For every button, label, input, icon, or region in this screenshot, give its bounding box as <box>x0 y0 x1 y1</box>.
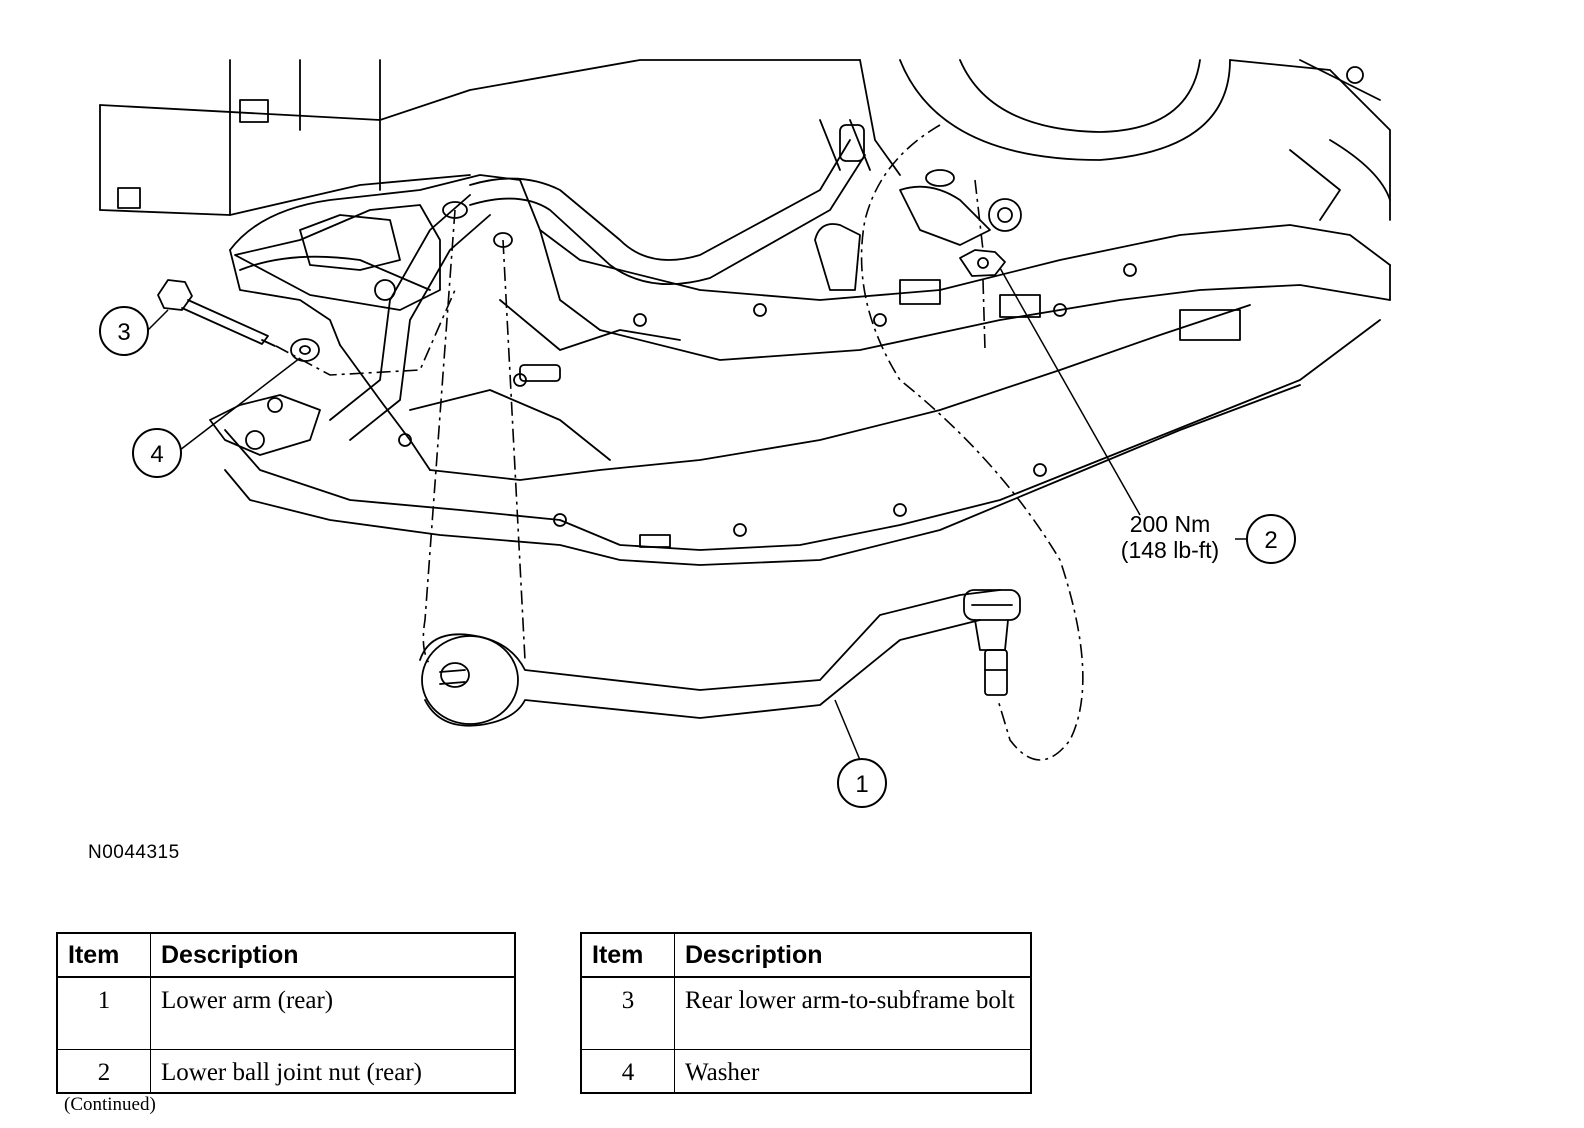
subframe-bolt <box>157 279 276 347</box>
item-description: Washer <box>674 1048 1032 1093</box>
washer <box>290 338 320 362</box>
torque-nm: 200 Nm <box>1130 511 1211 537</box>
callout-2: 2 <box>1246 514 1296 564</box>
callout-4-label: 4 <box>150 441 163 468</box>
item-number: 2 <box>56 1048 151 1093</box>
item-description: Rear lower arm-to-subframe bolt <box>674 976 1032 1050</box>
item-number: 3 <box>580 976 675 1050</box>
alignment-lines <box>275 124 1084 761</box>
stabilizer-bar <box>329 119 871 441</box>
table-row: 2 Lower ball joint nut (rear) <box>56 1048 516 1093</box>
callout-4: 4 <box>132 428 182 478</box>
figure-id: N0044315 <box>88 842 180 863</box>
item-description: Lower arm (rear) <box>150 976 516 1050</box>
chassis-background <box>99 59 1391 221</box>
callout-1: 1 <box>837 758 887 808</box>
item-description: Lower ball joint nut (rear) <box>150 1048 516 1093</box>
callout-1-label: 1 <box>855 771 868 798</box>
parts-table-left: Item Description 1 Lower arm (rear) 2 Lo… <box>56 932 516 1094</box>
callout-3-label: 3 <box>117 319 130 346</box>
header-item: Item <box>56 932 151 978</box>
table-row: 1 Lower arm (rear) <box>56 976 516 1050</box>
torque-lbft: (148 lb-ft) <box>1121 537 1219 563</box>
parts-table-right: Item Description 3 Rear lower arm-to-sub… <box>580 932 1032 1094</box>
suspension-exploded-diagram: 3 4 2 1 200 Nm (148 lb-ft) <box>99 59 1391 808</box>
leader-lines <box>147 267 1248 761</box>
continued-note: (Continued) <box>64 1094 156 1115</box>
table-row: 3 Rear lower arm-to-subframe bolt <box>580 976 1032 1050</box>
header-item: Item <box>580 932 675 978</box>
rear-mount-bushing <box>814 169 1022 291</box>
header-description: Description <box>674 932 1032 978</box>
item-number: 4 <box>580 1048 675 1093</box>
callout-3: 3 <box>99 306 149 356</box>
front-mount-bracket <box>209 204 441 456</box>
rear-lower-arm <box>419 589 1021 727</box>
callout-2-label: 2 <box>1264 527 1277 554</box>
table-row: 4 Washer <box>580 1048 1032 1093</box>
subframe <box>224 174 1391 566</box>
item-number: 1 <box>56 976 151 1050</box>
ball-joint-nut <box>959 249 1006 277</box>
header-description: Description <box>150 932 516 978</box>
